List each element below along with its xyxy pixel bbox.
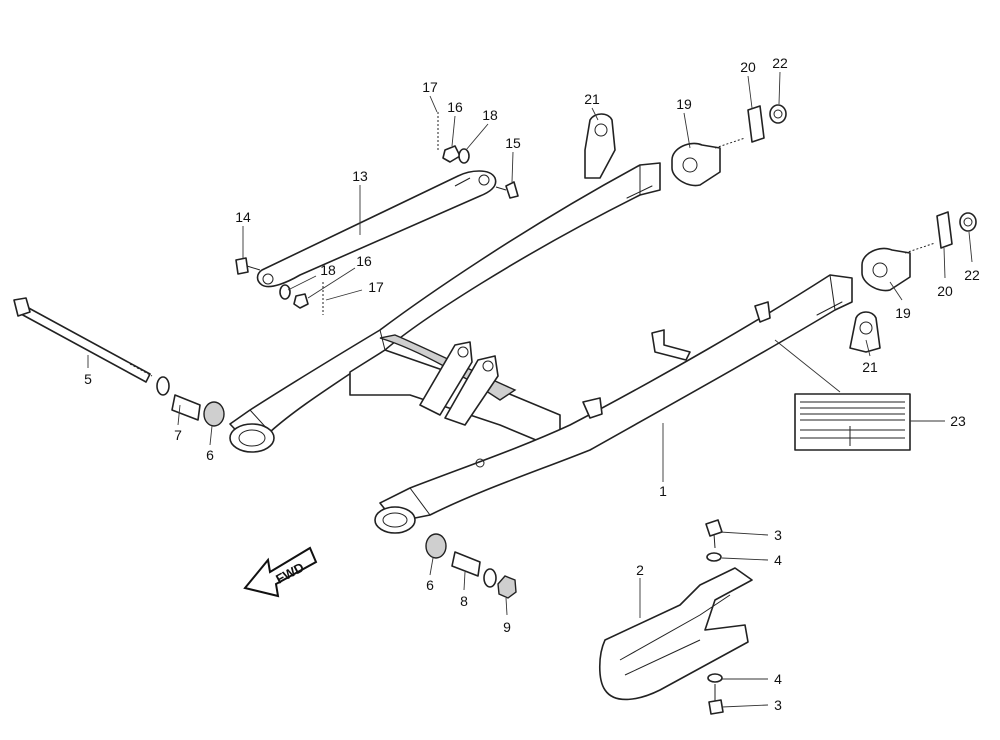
callout-21-upper: 21 — [584, 91, 600, 107]
callout-22-lower: 22 — [964, 267, 980, 283]
callout-19-upper: 19 — [676, 96, 692, 112]
callout-19-lower: 19 — [895, 305, 911, 321]
forward-arrow-label: FWD — [273, 559, 306, 586]
callout-17-lower: 17 — [368, 279, 384, 295]
callout-15: 15 — [505, 135, 521, 151]
callout-17-upper: 17 — [422, 79, 438, 95]
callout-23: 23 — [950, 413, 966, 429]
callout-2: 2 — [636, 562, 644, 578]
callout-14: 14 — [235, 209, 251, 225]
callout-3-lower: 3 — [774, 697, 782, 713]
swingarm — [229, 162, 853, 534]
callout-16-upper: 16 — [447, 99, 463, 115]
callout-8: 8 — [460, 593, 468, 609]
callout-numbers: 1 2 3 3 4 4 5 6 6 7 8 9 13 14 15 16 16 1… — [84, 55, 980, 713]
pivot-collars — [171, 394, 517, 599]
callout-9: 9 — [503, 619, 511, 635]
pivot-shaft — [13, 297, 170, 396]
callout-22-upper: 22 — [772, 55, 788, 71]
chain-adjuster-lower — [849, 211, 977, 353]
callout-7: 7 — [174, 427, 182, 443]
callout-18-upper: 18 — [482, 107, 498, 123]
chain-guide — [598, 519, 753, 715]
callout-13: 13 — [352, 168, 368, 184]
callout-20-lower: 20 — [937, 283, 953, 299]
callout-6-lower: 6 — [426, 577, 434, 593]
callout-18-lower: 18 — [320, 262, 336, 278]
caution-label — [794, 393, 911, 451]
callout-3-upper: 3 — [774, 527, 782, 543]
callout-20-upper: 20 — [740, 59, 756, 75]
callout-6-upper: 6 — [206, 447, 214, 463]
callout-16-lower: 16 — [356, 253, 372, 269]
callout-4-upper: 4 — [774, 552, 782, 568]
callout-4-lower: 4 — [774, 671, 782, 687]
callout-1: 1 — [659, 483, 667, 499]
chain-adjuster-upper — [584, 104, 787, 187]
callout-5: 5 — [84, 371, 92, 387]
torque-link — [256, 170, 497, 288]
leader-lines — [87, 71, 973, 708]
hardware — [235, 112, 519, 315]
forward-arrow: FWD — [243, 546, 318, 598]
callout-21-lower: 21 — [862, 359, 878, 375]
